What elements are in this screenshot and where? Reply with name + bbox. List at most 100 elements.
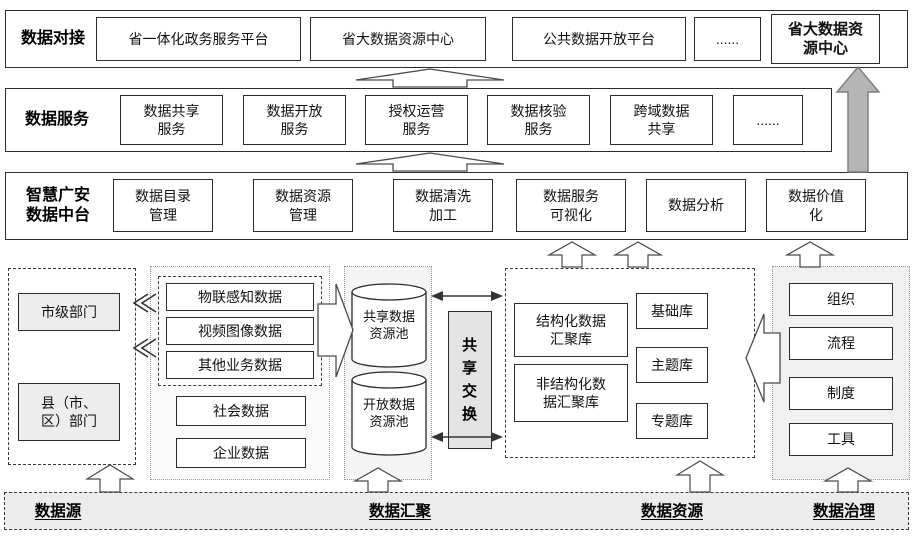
service-item-ellipsis: ......: [733, 95, 803, 145]
up-arrow-footer-datasource: [84, 464, 136, 493]
footer-bar: [4, 492, 909, 530]
docking-item-open-platform: 公共数据开放平台: [512, 17, 686, 61]
service-item-sharing: 数据共享服务: [120, 95, 223, 145]
box-label: 制度: [827, 385, 855, 402]
box-label: 工具: [827, 431, 855, 448]
box-label: 非结构化数据汇聚库: [536, 375, 606, 410]
box-label: 数据核验服务: [510, 102, 567, 137]
box-label: 企业数据: [213, 444, 269, 461]
box-label: 基础库: [651, 302, 693, 319]
box-label: 市级部门: [41, 303, 97, 320]
platform-item-analysis: 数据分析: [646, 179, 746, 232]
box-label: ......: [715, 30, 740, 47]
data-enterprise: 企业数据: [176, 438, 306, 468]
data-resources-group: [505, 268, 755, 458]
exchange-arrow-top-left-head: [431, 291, 443, 301]
box-label: 省大数据资源中心: [787, 20, 863, 58]
box-label: 跨域数据共享: [633, 102, 690, 137]
box-label: 共享数据资源池: [362, 309, 415, 341]
shared-pool-label: 共享数据资源池: [352, 302, 426, 350]
exchange-arrow-bottom-left-head: [431, 432, 443, 442]
platform-item-resource-mgmt: 数据资源管理: [253, 179, 353, 232]
service-item-opening: 数据开放服务: [243, 95, 346, 145]
label-text: 数据源: [34, 503, 82, 520]
box-label: 县（市、区）部门: [41, 394, 97, 429]
data-social: 社会数据: [176, 396, 306, 426]
box-label: 数据资源管理: [275, 188, 331, 223]
data-iot-sensing: 物联感知数据: [166, 283, 314, 311]
box-label: 授权运营服务: [388, 102, 445, 137]
box-label: 流程: [827, 335, 855, 352]
datasource-group: [8, 268, 136, 465]
box-label: 组织: [827, 291, 855, 308]
label-text: 数据对接: [20, 30, 85, 47]
box-label: 视频图像数据: [198, 322, 282, 339]
platform-item-service-visualization: 数据服务可视化: [516, 179, 626, 232]
governance-process: 流程: [789, 327, 893, 360]
docking-item-provincial-platform: 省一体化政务服务平台: [96, 17, 301, 61]
up-arrow-resources-2: [612, 241, 664, 268]
data-video-image: 视频图像数据: [166, 317, 314, 345]
docking-item-bigdata-center-highlight: 省大数据资源中心: [771, 14, 880, 64]
service-item-crossdomain: 跨域数据共享: [610, 95, 713, 145]
structured-aggregation-db: 结构化数据汇聚库: [514, 303, 628, 357]
layer-data-services-label: 数据服务: [12, 88, 102, 152]
box-label: 数据分析: [668, 197, 724, 214]
layer-data-docking-label: 数据对接: [12, 10, 94, 68]
library-special: 专题库: [636, 403, 708, 439]
governance-rules: 制度: [789, 377, 893, 410]
label-text: 数据汇聚: [368, 503, 431, 520]
data-other-business: 其他业务数据: [166, 351, 314, 379]
layer-data-platform-label: 智慧广安数据中台: [8, 172, 108, 240]
footer-label-datasource: 数据源: [18, 499, 98, 525]
box-label: 数据服务可视化: [543, 188, 599, 223]
box-label: 数据共享服务: [143, 102, 200, 137]
shared-exchange-box: 共享交换: [448, 311, 492, 449]
box-label: 公共数据开放平台: [543, 30, 655, 47]
unstructured-aggregation-db: 非结构化数据汇聚库: [514, 364, 628, 422]
chevron-arrow-4: [132, 338, 149, 358]
dept-city-level: 市级部门: [18, 293, 120, 331]
governance-tools: 工具: [789, 423, 893, 456]
dept-county-level: 县（市、区）部门: [18, 383, 120, 441]
box-label: 社会数据: [213, 402, 269, 419]
open-pool-label: 开放数据资源池: [352, 390, 426, 438]
up-arrow-governance: [784, 241, 836, 268]
box-label: 结构化数据汇聚库: [536, 312, 606, 347]
box-label: 数据开放服务: [266, 102, 323, 137]
box-label: 物联感知数据: [198, 288, 282, 305]
box-label: 开放数据资源池: [362, 397, 415, 429]
label-text: 数据服务: [24, 111, 89, 128]
exchange-arrow-top-right-head: [491, 291, 503, 301]
box-label: 主题库: [651, 356, 693, 373]
box-label: 省一体化政务服务平台: [128, 30, 269, 47]
label-text: 智慧广安数据中台: [25, 187, 90, 224]
value-flow-arrow: [835, 65, 881, 173]
library-basic: 基础库: [636, 293, 708, 329]
governance-organization: 组织: [789, 283, 893, 316]
exchange-arrow-bottom-right-head: [491, 432, 503, 442]
platform-item-catalog-mgmt: 数据目录管理: [113, 179, 213, 232]
box-label: 省大数据资源中心: [342, 30, 454, 47]
service-item-authorized-ops: 授权运营服务: [365, 95, 468, 145]
up-arrow-footer-resources: [674, 460, 726, 493]
box-label: 数据目录管理: [135, 188, 191, 223]
label-text: 数据治理: [812, 503, 875, 520]
service-item-verification: 数据核验服务: [487, 95, 590, 145]
up-arrow-platform-to-services: [355, 152, 505, 172]
up-arrow-resources-1: [546, 241, 598, 268]
docking-item-bigdata-center: 省大数据资源中心: [310, 17, 486, 61]
chevron-arrow-2: [132, 293, 149, 313]
library-theme: 主题库: [636, 347, 708, 383]
pools-group: [344, 266, 432, 480]
box-label: 共享交换: [462, 336, 478, 424]
box-label: ......: [756, 111, 780, 128]
box-label: 数据清洗加工: [415, 188, 471, 223]
platform-item-cleaning: 数据清洗加工: [393, 179, 493, 232]
box-label: 数据价值化: [788, 188, 844, 223]
footer-label-resources: 数据资源: [630, 499, 714, 525]
footer-label-governance: 数据治理: [802, 499, 886, 525]
platform-item-valuation: 数据价值化: [766, 179, 866, 232]
label-text: 数据资源: [640, 503, 703, 520]
